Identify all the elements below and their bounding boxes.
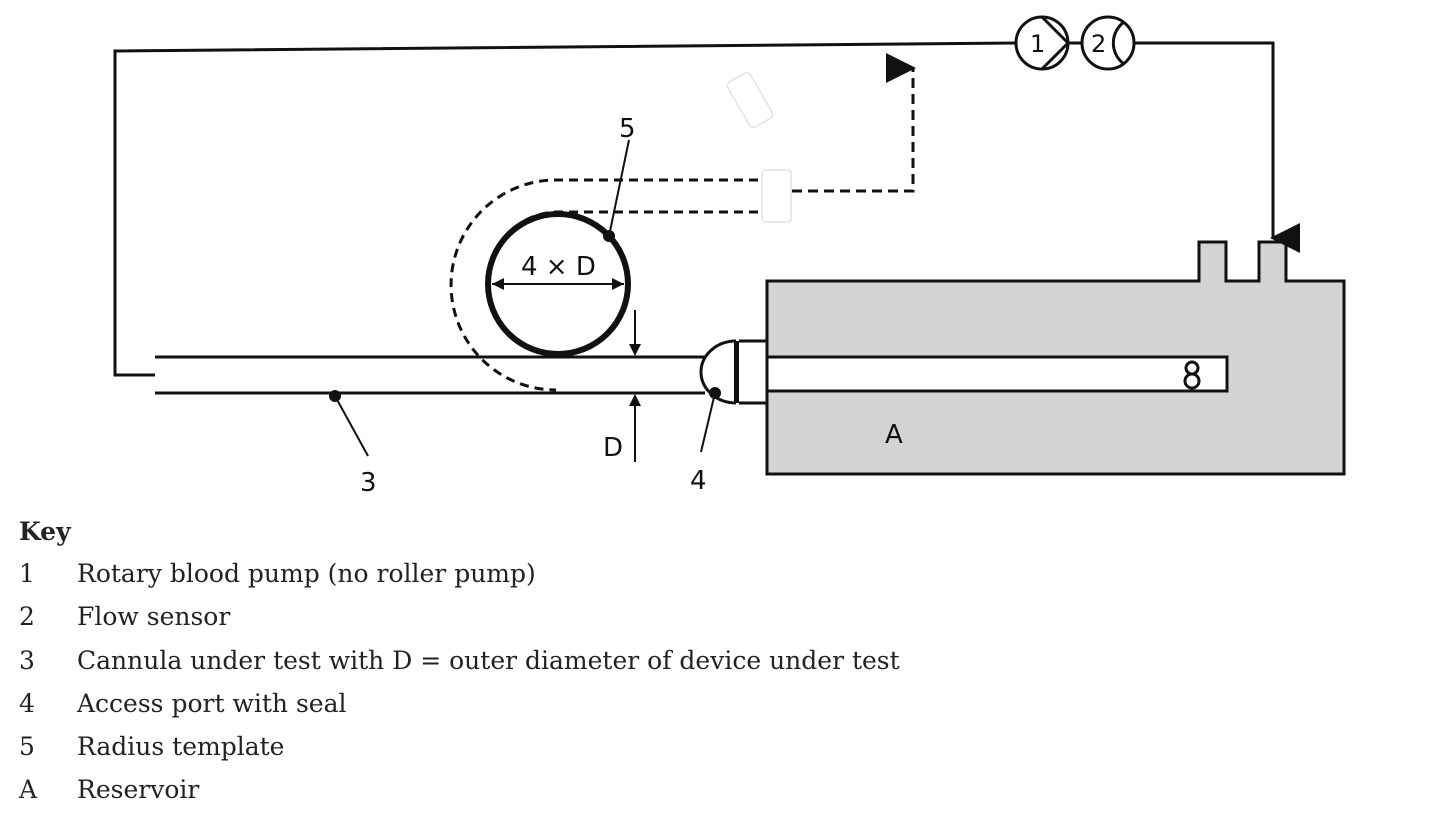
legend-title: Key bbox=[19, 517, 71, 546]
circulation-tubing bbox=[113, 41, 1018, 377]
legend-row: 4 Access port with seal bbox=[19, 682, 900, 725]
faint-connector-shape bbox=[761, 169, 792, 223]
legend-row: A Reservoir bbox=[19, 768, 900, 811]
legend-text: Cannula under test with D = outer diamet… bbox=[77, 645, 900, 675]
cannula-label: 3 bbox=[360, 468, 377, 498]
faint-tilted-shape bbox=[726, 72, 774, 128]
rotary-pump-icon: 1 bbox=[1014, 15, 1071, 71]
legend-row: 3 Cannula under test with D = outer diame… bbox=[19, 639, 900, 682]
legend-row: 1 Rotary blood pump (no roller pump) bbox=[19, 552, 900, 595]
legend-id: 2 bbox=[19, 602, 35, 632]
cannula-inside-reservoir bbox=[765, 355, 1229, 393]
legend-id: 5 bbox=[19, 732, 35, 762]
dashed-connection bbox=[792, 53, 916, 193]
dashed-bent-cannula bbox=[449, 178, 758, 392]
port-label: 4 bbox=[690, 466, 707, 496]
legend-text: Rotary blood pump (no roller pump) bbox=[77, 559, 536, 588]
cannula-tip-icon bbox=[1183, 360, 1201, 390]
legend-row: 5 Radius template bbox=[19, 725, 900, 768]
sensor-label: 2 bbox=[1091, 30, 1106, 58]
template-label: 5 bbox=[619, 114, 636, 144]
flow-sensor-icon: 2 bbox=[1080, 15, 1136, 71]
legend-id: A bbox=[19, 775, 38, 805]
return-tubing bbox=[1134, 41, 1300, 253]
cannula-tube bbox=[155, 355, 705, 395]
legend-text: Flow sensor bbox=[77, 602, 231, 632]
legend-id: 4 bbox=[19, 688, 35, 718]
legend-id: 3 bbox=[19, 645, 35, 675]
legend-row: 2 Flow sensor bbox=[19, 595, 900, 638]
reservoir-label: A bbox=[885, 420, 903, 450]
legend-id: 1 bbox=[19, 559, 35, 588]
access-port bbox=[699, 339, 769, 405]
legend-text: Reservoir bbox=[77, 775, 200, 805]
diameter-label: D bbox=[603, 433, 623, 463]
pump-label: 1 bbox=[1030, 30, 1045, 58]
legend-text: Radius template bbox=[77, 732, 285, 762]
radius-label: 4 × D bbox=[521, 252, 596, 282]
legend-text: Access port with seal bbox=[77, 688, 347, 718]
test-setup-diagram: 1 2 4 × D D 5 3 4 A bbox=[113, 15, 1346, 498]
